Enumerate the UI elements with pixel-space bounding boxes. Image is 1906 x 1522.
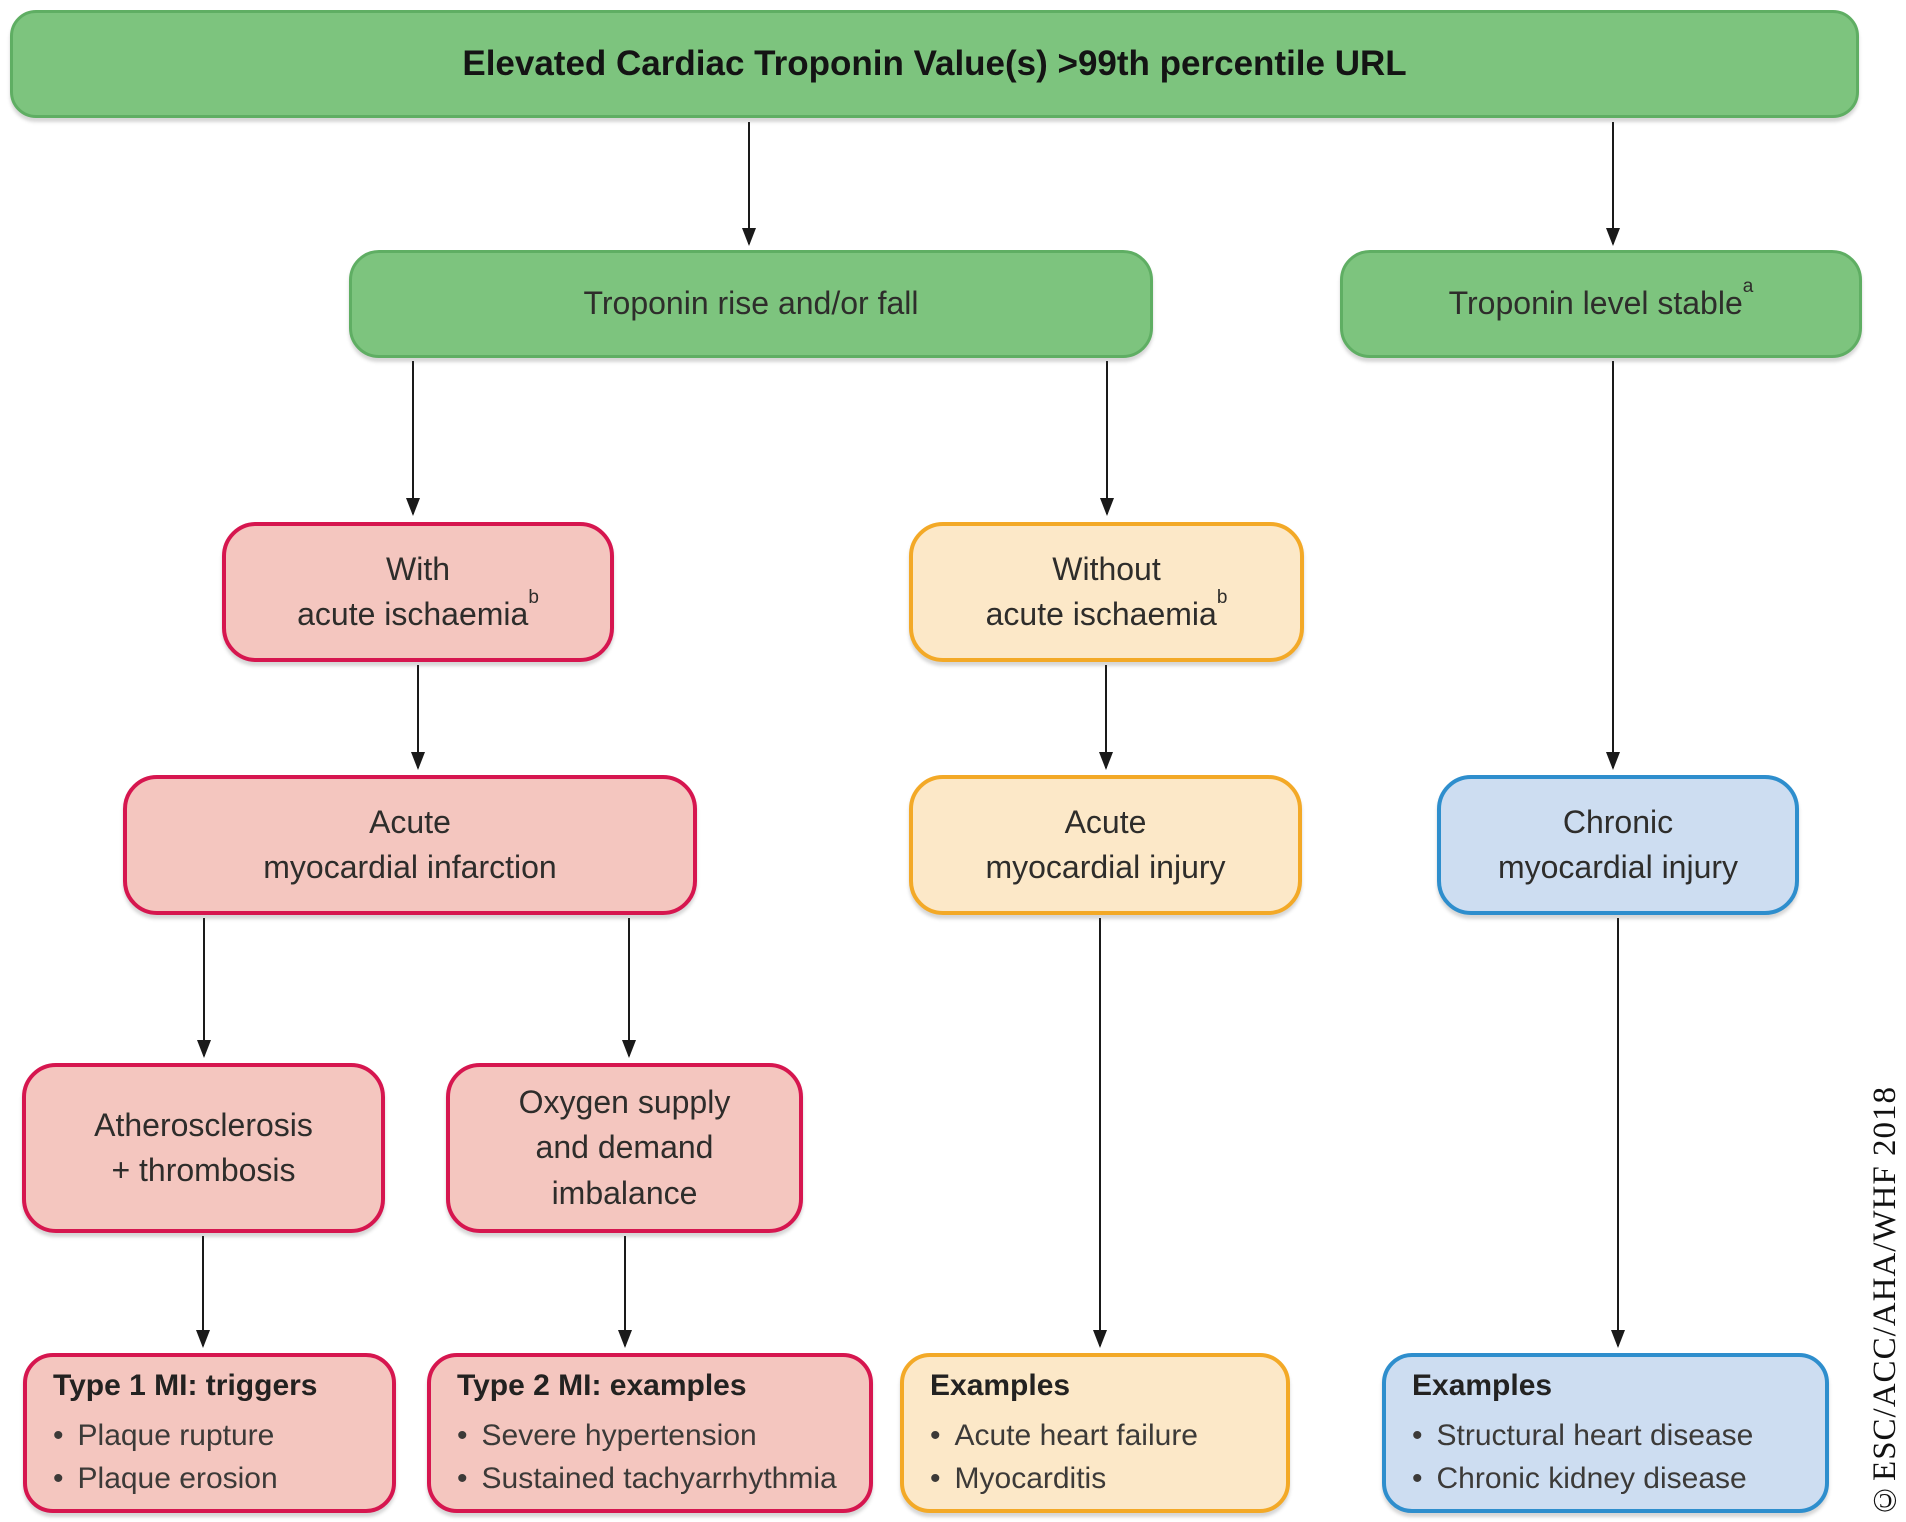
node-label-line2: and demand <box>535 1129 714 1166</box>
list-item: •Structural heart disease <box>1412 1414 1753 1458</box>
node-acute-myocardial-injury: Acute myocardial injury <box>909 775 1302 915</box>
node-label-line2: acute ischaemiab <box>985 586 1228 632</box>
list-item: •Plaque erosion <box>53 1457 278 1501</box>
node-acute-myocardial-infarction: Acute myocardial infarction <box>123 775 697 915</box>
node-label-line1: With <box>386 550 450 587</box>
bullet-icon: • <box>53 1418 64 1452</box>
list-header: Type 2 MI: examples <box>457 1369 747 1403</box>
node-oxygen-supply-demand-imbalance: Oxygen supply and demand imbalance <box>446 1063 803 1233</box>
node-atherosclerosis-thrombosis: Atherosclerosis + thrombosis <box>22 1063 385 1233</box>
node-label: Troponin level stablea <box>1448 276 1754 322</box>
node-elevated-troponin: Elevated Cardiac Troponin Value(s) >99th… <box>10 10 1859 118</box>
bullet-icon: • <box>457 1462 468 1496</box>
list-item: •Plaque rupture <box>53 1414 274 1458</box>
footnote-b: b <box>1216 586 1228 608</box>
node-type1-mi-triggers: Type 1 MI: triggers •Plaque rupture •Pla… <box>23 1353 396 1513</box>
node-label-line1: Acute <box>1064 803 1147 840</box>
node-label-line3: imbalance <box>551 1174 698 1211</box>
copyright-text: ©ESC/ACC/AHA/WHF 2018 <box>1867 1086 1903 1518</box>
node-label-line1: Oxygen supply <box>518 1083 731 1120</box>
footnote-a: a <box>1742 276 1754 298</box>
node-label: Troponin rise and/or fall <box>583 285 919 322</box>
list-header: Type 1 MI: triggers <box>53 1369 318 1403</box>
list-header: Examples <box>1412 1369 1553 1403</box>
node-label-line1: Acute <box>369 803 451 840</box>
list-item: •Chronic kidney disease <box>1412 1457 1747 1501</box>
node-troponin-level-stable: Troponin level stablea <box>1340 250 1862 358</box>
list-item: •Sustained tachyarrhythmia <box>457 1457 837 1501</box>
node-chronic-myocardial-injury: Chronic myocardial injury <box>1437 775 1799 915</box>
node-label-line1: Chronic <box>1562 803 1674 840</box>
node-label-line2: myocardial injury <box>985 849 1226 885</box>
node-label: Elevated Cardiac Troponin Value(s) >99th… <box>462 44 1407 84</box>
bullet-icon: • <box>53 1462 64 1496</box>
bullet-icon: • <box>457 1418 468 1452</box>
node-label-line2: myocardial infarction <box>263 849 557 885</box>
node-label-line2: acute ischaemiab <box>297 586 539 632</box>
footnote-b: b <box>528 586 539 608</box>
node-without-acute-ischaemia: Without acute ischaemiab <box>909 522 1304 662</box>
list-header: Examples <box>930 1369 1071 1403</box>
node-label-line1: Without <box>1052 550 1161 587</box>
node-examples-chronic-injury: Examples •Structural heart disease •Chro… <box>1382 1353 1829 1513</box>
bullet-icon: • <box>930 1462 941 1496</box>
list-item: •Acute heart failure <box>930 1414 1198 1458</box>
node-troponin-rise-fall: Troponin rise and/or fall <box>349 250 1153 358</box>
bullet-icon: • <box>1412 1462 1423 1496</box>
list-item: •Myocarditis <box>930 1457 1106 1501</box>
bullet-icon: • <box>930 1418 941 1452</box>
node-label-line2: myocardial injury <box>1497 849 1739 885</box>
node-with-acute-ischaemia: With acute ischaemiab <box>222 522 614 662</box>
node-label-line1: Atherosclerosis <box>94 1106 313 1143</box>
node-type2-mi-examples: Type 2 MI: examples •Severe hypertension… <box>427 1353 873 1513</box>
list-item: •Severe hypertension <box>457 1414 757 1458</box>
bullet-icon: • <box>1412 1418 1423 1452</box>
node-label-line2: + thrombosis <box>111 1152 296 1188</box>
node-examples-acute-injury: Examples •Acute heart failure •Myocardit… <box>900 1353 1290 1513</box>
